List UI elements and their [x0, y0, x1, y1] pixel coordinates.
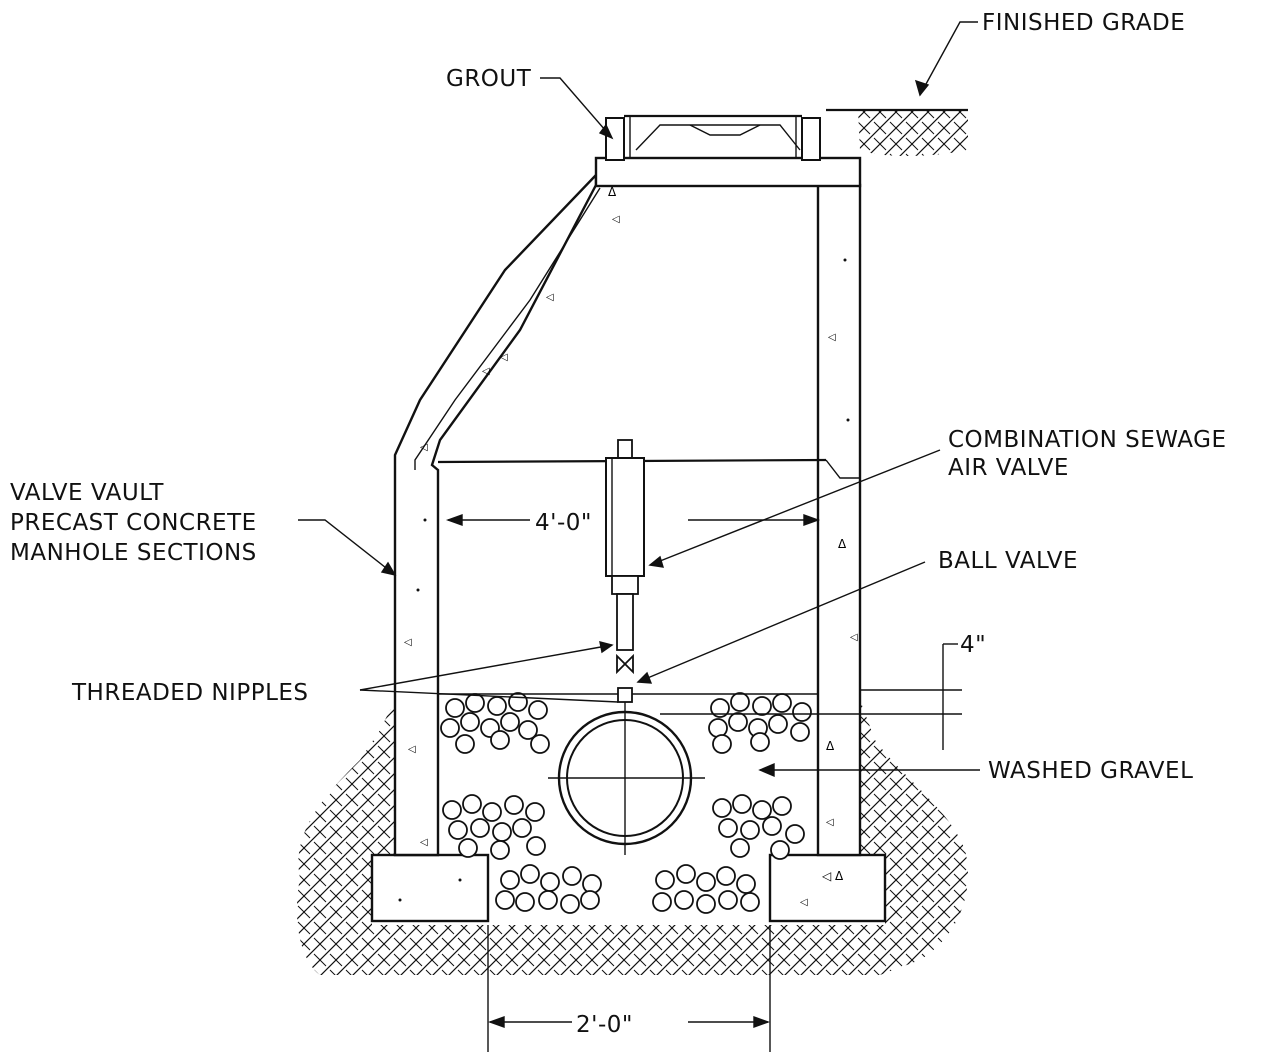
- svg-text:◁: ◁: [546, 292, 554, 303]
- left-footing: [370, 853, 490, 923]
- washed-gravel-fill: [440, 692, 812, 914]
- dimension-lines: [445, 514, 962, 1052]
- concrete-aggregate-marks: Δ ◁ ◁ ◁ ◁ ◁ ◁ ◁ ◁ ◁ Δ ◁ Δ ◁ ◁ Δ ◁: [398, 185, 858, 908]
- svg-text:◁: ◁: [500, 352, 508, 363]
- svg-text:Δ: Δ: [826, 739, 835, 753]
- svg-text:◁: ◁: [850, 632, 858, 643]
- top-slab: [594, 156, 862, 188]
- label-valve-vault-1: VALVE VAULT: [10, 480, 164, 506]
- svg-text:◁ Δ: ◁ Δ: [821, 869, 844, 883]
- leader-lines: [298, 21, 980, 778]
- svg-text:◁: ◁: [800, 897, 808, 908]
- label-grout: GROUT: [446, 66, 532, 92]
- svg-text:◁: ◁: [408, 744, 416, 755]
- manhole-cone-and-left-wall: [393, 172, 598, 857]
- label-valve-vault-3: MANHOLE SECTIONS: [10, 540, 257, 566]
- dim-vault-width: 4'-0": [535, 510, 592, 536]
- label-combination-valve-2: AIR VALVE: [948, 455, 1069, 481]
- svg-text:Δ: Δ: [838, 537, 847, 551]
- svg-text:◁: ◁: [404, 637, 412, 648]
- label-ball-valve: BALL VALVE: [938, 548, 1078, 574]
- dim-gravel-depth: 4": [960, 632, 986, 658]
- right-wall: [816, 183, 862, 857]
- svg-text:◁: ◁: [482, 366, 490, 377]
- svg-text:◁: ◁: [420, 837, 428, 848]
- svg-text:◁: ◁: [826, 817, 834, 828]
- label-finished-grade: FINISHED GRADE: [982, 10, 1185, 36]
- label-valve-vault-2: PRECAST CONCRETE: [10, 510, 257, 536]
- combination-air-valve-assembly: [605, 439, 645, 703]
- label-combination-valve-1: COMBINATION SEWAGE: [948, 427, 1226, 453]
- soil-mass: [296, 110, 968, 975]
- sewer-pipe: [548, 700, 705, 855]
- svg-text:◁: ◁: [828, 332, 836, 343]
- dim-footing-gap: 2'-0": [576, 1012, 633, 1038]
- manhole-frame-and-cover: [605, 114, 821, 161]
- svg-text:◁: ◁: [420, 442, 428, 453]
- right-footing: [768, 853, 887, 923]
- svg-text:Δ: Δ: [608, 185, 617, 199]
- svg-text:◁: ◁: [612, 214, 620, 225]
- ball-valve-symbol: [616, 653, 634, 675]
- label-threaded-nipples: THREADED NIPPLES: [71, 680, 309, 706]
- label-washed-gravel: WASHED GRAVEL: [988, 758, 1193, 784]
